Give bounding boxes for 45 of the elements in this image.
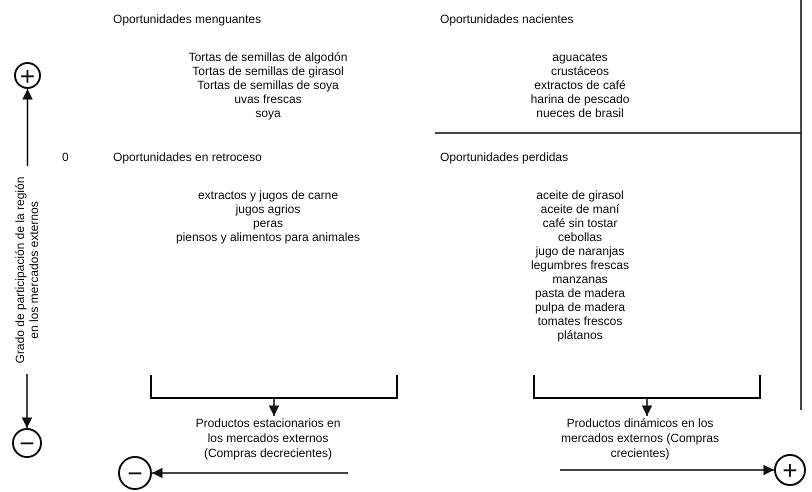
- quadrant-heading: Oportunidades menguantes: [113, 12, 262, 26]
- quadrant-heading: Oportunidades nacientes: [440, 12, 574, 26]
- product-name: jugos agrios: [234, 202, 302, 216]
- arrow: [22, 374, 32, 428]
- product-name: aguacates: [551, 50, 609, 64]
- quadrant-heading: Oportunidades en retroceso: [113, 150, 263, 164]
- arrow: [22, 89, 33, 166]
- quadrant-heading: Oportunidades perdidas: [440, 150, 570, 164]
- product-name: tomates frescos: [536, 314, 624, 328]
- product-name: uvas frescas: [233, 92, 303, 106]
- product-name: pasta de madera: [534, 286, 626, 300]
- product-name: soya: [254, 106, 282, 120]
- product-name: plátanos: [556, 328, 604, 342]
- product-name: cebollas: [556, 230, 604, 244]
- product-name: extractos de café: [533, 78, 627, 92]
- product-name: harina de pescado: [530, 92, 630, 106]
- axis-origin-label: 0: [62, 150, 69, 164]
- axis-label: Grado de participación de la región en los mercados externos: [13, 172, 41, 368]
- arrow: [268, 399, 280, 416]
- product-name: Tortas de semillas de soya: [196, 78, 340, 92]
- product-name: peras: [252, 216, 284, 230]
- product-name: aceite de maní: [540, 202, 620, 216]
- product-name: Tortas de semillas de algodón: [188, 50, 348, 64]
- product-name: Tortas de semillas de girasol: [191, 64, 345, 78]
- axis-category-label: Productos dinámicos en los mercados externos (Compras crecientes): [560, 416, 720, 461]
- product-name: pulpa de madera: [534, 300, 626, 314]
- bracket: [150, 375, 398, 399]
- axis-end-circle: +: [14, 62, 41, 89]
- product-name: aceite de girasol: [535, 188, 625, 202]
- product-name: nueces de brasil: [535, 106, 625, 120]
- product-name: extractos y jugos de carne: [196, 188, 340, 202]
- bracket: [533, 375, 761, 399]
- product-name: café sin tostar: [542, 216, 618, 230]
- axis-end-circle: +: [774, 454, 806, 486]
- axis-end-circle: −: [118, 456, 152, 490]
- arrow: [152, 468, 348, 478]
- arrow: [560, 464, 774, 476]
- product-name: legumbres frescas: [530, 258, 630, 272]
- axis-end-circle: −: [12, 428, 42, 458]
- product-name: jugo de naranjas: [534, 244, 626, 258]
- product-name: crustáceos: [550, 64, 610, 78]
- product-name: piensos y alimentos para animales: [174, 230, 362, 244]
- axis-category-label: Productos estacionarios en los mercados externos (Compras decrecientes): [188, 416, 348, 461]
- product-name: manzanas: [551, 272, 609, 286]
- arrow: [642, 399, 652, 416]
